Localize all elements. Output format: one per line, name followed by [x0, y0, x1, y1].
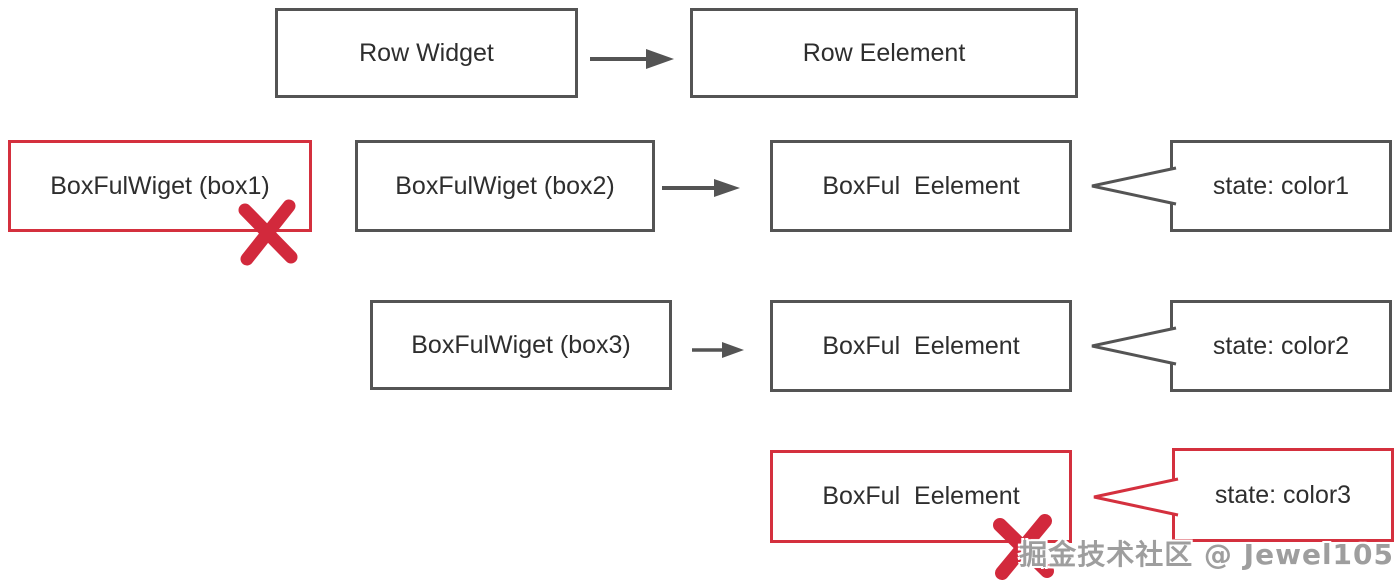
boxful-element-box-1: BoxFul Eelement	[770, 140, 1072, 232]
state-color3-label: state: color3	[1214, 480, 1352, 509]
watermark: 掘金技术社区 @ Jewel105	[1019, 538, 1394, 571]
callout-tail-icon	[1091, 326, 1177, 366]
boxful-element-label: BoxFul Eelement	[822, 171, 1020, 200]
boxfulwiget-box3-label: BoxFulWiget (box3)	[411, 330, 631, 359]
boxfulwiget-box2-label: BoxFulWiget (box2)	[395, 171, 615, 200]
boxfulwiget-box3: BoxFulWiget (box3)	[370, 300, 672, 390]
callout-tail-icon	[1091, 166, 1177, 206]
x-mark-icon	[993, 514, 1054, 580]
row-element-box: Row Eelement	[690, 8, 1078, 98]
arrow-right-icon	[662, 179, 740, 197]
arrow-right-icon	[590, 49, 674, 69]
state-color1-callout: state: color1	[1170, 140, 1392, 232]
boxful-element-label: BoxFul Eelement	[822, 331, 1020, 360]
row-widget-box: Row Widget	[275, 8, 578, 98]
x-mark-icon	[238, 199, 298, 266]
callout-tail-icon	[1093, 477, 1179, 517]
boxful-element-box-2: BoxFul Eelement	[770, 300, 1072, 392]
row-widget-label: Row Widget	[359, 38, 494, 67]
boxfulwiget-box2: BoxFulWiget (box2)	[355, 140, 655, 232]
boxfulwiget-box1: BoxFulWiget (box1)	[8, 140, 312, 232]
state-color2-label: state: color2	[1212, 331, 1350, 360]
row-element-label: Row Eelement	[802, 38, 966, 67]
state-color2-callout: state: color2	[1170, 300, 1392, 392]
boxful-element-box-3: BoxFul Eelement	[770, 450, 1072, 543]
state-color1-label: state: color1	[1212, 171, 1350, 200]
arrow-right-icon	[692, 342, 744, 358]
boxful-element-label: BoxFul Eelement	[822, 482, 1020, 510]
boxfulwiget-box1-label: BoxFulWiget (box1)	[50, 171, 270, 200]
state-color3-callout: state: color3	[1172, 448, 1394, 542]
